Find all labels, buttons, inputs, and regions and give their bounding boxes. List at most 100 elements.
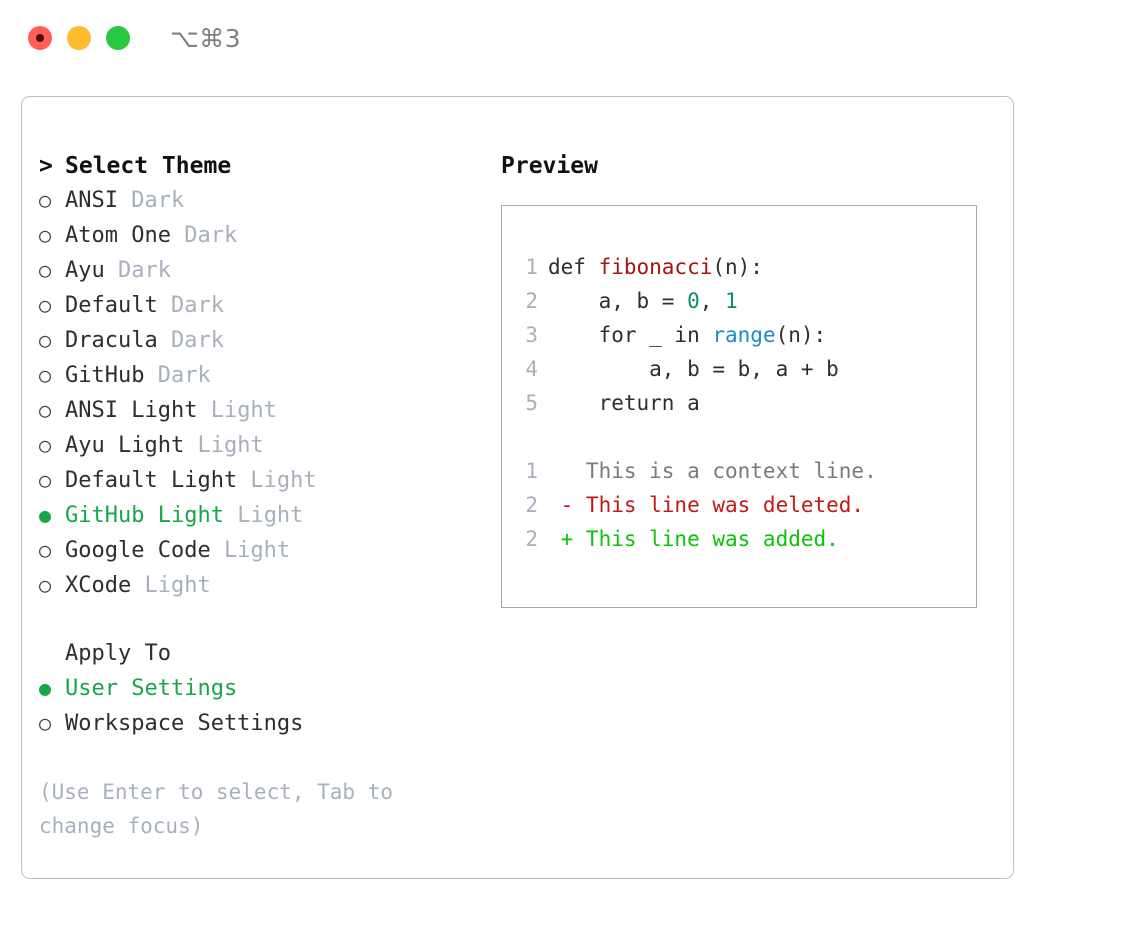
theme-option-label: ANSI Light [65, 398, 198, 423]
theme-variant-badge: Dark [144, 363, 211, 388]
theme-option-label: Ayu Light [65, 433, 185, 458]
theme-variant-badge: Light [197, 398, 277, 423]
theme-option-label: XCode [65, 573, 132, 598]
apply-to-header: Apply To [65, 641, 171, 666]
theme-option-label: Default Light [65, 468, 238, 493]
theme-variant-badge: Dark [170, 223, 238, 248]
code-line: 2 a, b = 0, 1 [502, 284, 976, 318]
prompt-caret-icon: > [39, 153, 53, 179]
theme-list: ○ANSI Dark○Atom One Dark○Ayu Dark○Defaul… [39, 183, 499, 603]
code-token-fn: fibonacci [598, 255, 713, 279]
line-number: 1 [525, 255, 538, 279]
theme-option-label: GitHub [65, 363, 145, 388]
line-number: 5 [525, 391, 538, 415]
radio-unselected-icon: ○ [39, 468, 52, 492]
radio-unselected-icon: ○ [39, 573, 52, 597]
line-number: 2 [525, 289, 538, 313]
theme-option-atom-one[interactable]: ○ Atom One Dark [39, 218, 499, 253]
theme-option-label: Dracula [65, 328, 158, 353]
diff-text: - This line was deleted. [548, 493, 865, 517]
apply-option-label: Workspace Settings [65, 711, 304, 736]
code-token-num: 1 [725, 289, 738, 313]
select-theme-label: Select Theme [65, 153, 232, 179]
diff-spacer [502, 420, 976, 454]
code-token-num: 0 [687, 289, 700, 313]
apply-to-list: ● User Settings ○ Workspace Settings [39, 671, 499, 741]
keyboard-hint: (Use Enter to select, Tab to change focu… [39, 780, 394, 838]
select-theme-header: > Select Theme [39, 149, 499, 183]
minimize-button[interactable] [67, 26, 91, 50]
list-spacer [39, 603, 499, 637]
theme-variant-badge: Light [210, 538, 291, 563]
diff-sample: 1 This is a context line.2 - This line w… [502, 454, 976, 556]
apply-option-label: User Settings [65, 676, 238, 701]
theme-option-label: Google Code [65, 538, 211, 563]
close-button[interactable] [28, 26, 52, 50]
code-token-plain: a, b = b, a + b [548, 357, 839, 381]
diff-line-add: 2 + This line was added. [502, 522, 976, 556]
window-title: ⌥⌘3 [170, 24, 242, 53]
theme-option-default[interactable]: ○ Default Dark [39, 288, 499, 323]
diff-line-context: 1 This is a context line. [502, 454, 976, 488]
radio-selected-icon: ● [39, 676, 52, 700]
theme-option-github-light[interactable]: ● GitHub Light Light [39, 498, 499, 533]
apply-option-workspace-settings[interactable]: ○ Workspace Settings [39, 706, 499, 741]
theme-option-dracula[interactable]: ○ Dracula Dark [39, 323, 499, 358]
theme-option-google-code[interactable]: ○ Google Code Light [39, 533, 499, 568]
theme-option-xcode[interactable]: ○ XCode Light [39, 568, 499, 603]
code-token-plain: (n): [712, 255, 763, 279]
apply-option-user-settings[interactable]: ● User Settings [39, 671, 499, 706]
code-token-plain: return a [548, 391, 700, 415]
diff-line-del: 2 - This line was deleted. [502, 488, 976, 522]
line-number: 1 [525, 459, 538, 483]
theme-option-ayu-light[interactable]: ○ Ayu Light Light [39, 428, 499, 463]
theme-option-ansi-light[interactable]: ○ANSI Light Light [39, 393, 499, 428]
theme-option-label: Default [65, 293, 158, 318]
theme-selector-column: >Select Theme ○ANSI Dark○Atom One Dark○A… [39, 149, 499, 843]
code-token-plain: a, b = [548, 289, 688, 313]
radio-unselected-icon: ○ [39, 433, 52, 457]
line-number: 4 [525, 357, 538, 381]
theme-option-label: Atom One [65, 223, 171, 248]
code-token-plain: , [699, 289, 726, 313]
theme-variant-badge: Light [184, 433, 264, 458]
code-line: 4 a, b = b, a + b [502, 352, 976, 386]
theme-option-label: Ayu [65, 258, 105, 283]
radio-unselected-icon: ○ [39, 223, 52, 247]
theme-variant-badge: Light [237, 468, 317, 493]
radio-unselected-icon: ○ [39, 328, 52, 352]
theme-option-default-light[interactable]: ○ Default Light Light [39, 463, 499, 498]
code-token-plain: for _ in [548, 323, 713, 347]
code-token-plain: (n): [775, 323, 827, 347]
line-number: 2 [525, 527, 538, 551]
main-panel: >Select Theme ○ANSI Dark○Atom One Dark○A… [21, 96, 1014, 879]
theme-option-label: ANSI [65, 188, 118, 213]
preview-header: Preview [501, 153, 598, 179]
diff-text: This is a context line. [548, 459, 877, 483]
radio-unselected-icon: ○ [39, 293, 52, 317]
diff-text: + This line was added. [548, 527, 839, 551]
theme-variant-badge: Dark [157, 328, 224, 353]
radio-unselected-icon: ○ [39, 711, 52, 735]
theme-variant-badge: Dark [104, 258, 171, 283]
theme-option-label: GitHub Light [65, 503, 224, 528]
radio-unselected-icon: ○ [39, 538, 52, 562]
theme-option-ayu[interactable]: ○Ayu Dark [39, 253, 499, 288]
code-line: 5 return a [502, 386, 976, 420]
theme-option-ansi[interactable]: ○ANSI Dark [39, 183, 499, 218]
theme-variant-badge: Dark [157, 293, 224, 318]
line-number: 2 [525, 493, 538, 517]
radio-selected-icon: ● [39, 503, 52, 527]
radio-unselected-icon: ○ [39, 363, 52, 387]
theme-option-github[interactable]: ○ GitHub Dark [39, 358, 499, 393]
line-number: 3 [525, 323, 538, 347]
theme-variant-badge: Light [223, 503, 304, 528]
theme-variant-badge: Light [131, 573, 211, 598]
title-bar: ⌥⌘3 [0, 0, 1140, 76]
maximize-button[interactable] [106, 26, 130, 50]
